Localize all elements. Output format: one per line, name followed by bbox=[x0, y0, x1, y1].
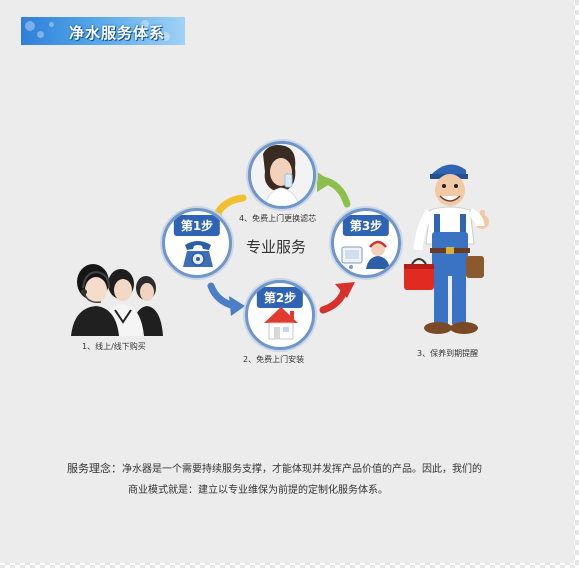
bubble-decoration bbox=[141, 20, 149, 28]
house-icon bbox=[264, 307, 298, 340]
arrow-red-head bbox=[335, 282, 355, 298]
caption-step4: 4、免费上门更换滤芯 bbox=[239, 214, 317, 223]
step1-tag: 第1步 bbox=[173, 215, 221, 236]
philosophy-line1: 服务理念：净水器是一个需要持续服务支撑，才能体现并发挥产品价值的产品。因此，我们… bbox=[67, 460, 482, 476]
step2-tag: 第2步 bbox=[256, 287, 304, 308]
bubble-decoration bbox=[161, 32, 170, 41]
bubble-decoration bbox=[25, 21, 35, 31]
caption-step2: 2、免费上门安装 bbox=[243, 355, 305, 364]
circle-step3: 第3步 bbox=[331, 208, 401, 278]
phone-icon bbox=[183, 241, 213, 267]
bubble-decoration bbox=[49, 22, 54, 27]
center-title: 专业服务 bbox=[246, 238, 307, 256]
caption-step3: 3、保养到期提醒 bbox=[417, 349, 479, 358]
bubble-decoration bbox=[37, 31, 44, 38]
section-banner: 净水服务体系 bbox=[21, 17, 185, 45]
repairman-illustration bbox=[400, 160, 500, 342]
step3-tag: 第3步 bbox=[342, 215, 390, 236]
reminder-icon bbox=[341, 240, 390, 269]
call-center-photo bbox=[71, 262, 166, 336]
circle-step2: 第2步 bbox=[245, 280, 315, 350]
philosophy-label: 服务理念： bbox=[67, 462, 122, 475]
caption-step1: 1、线上/线下购买 bbox=[82, 342, 146, 351]
philosophy-text-1: 净水器是一个需要持续服务支撑，才能体现并发挥产品价值的产品。因此，我们的 bbox=[122, 464, 482, 475]
arrow-blue-head bbox=[229, 296, 245, 316]
circle-replace-filter bbox=[248, 141, 316, 209]
arrow-green-head bbox=[317, 172, 333, 192]
circle-step1: 第1步 bbox=[162, 208, 232, 278]
banner-title: 净水服务体系 bbox=[69, 24, 166, 42]
philosophy-line2: 商业模式就是：建立以专业维保为前提的定制化服务体系。 bbox=[128, 485, 388, 496]
